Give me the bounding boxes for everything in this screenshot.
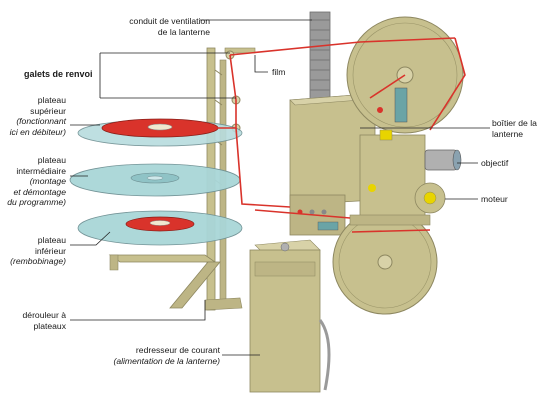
label-plateau-sup-note2: ici en débiteur) — [9, 126, 66, 137]
film-path — [210, 37, 466, 233]
label-plateau-inf-line1: plateau — [37, 235, 66, 245]
label-derouleur-line1: dérouleur à — [22, 310, 66, 320]
label-conduit-line1: conduit de ventilation — [129, 16, 210, 26]
label-plateau-sup-note1: (fonctionnant — [16, 116, 66, 126]
label-boitier-line1: boîtier de la — [492, 118, 537, 128]
platter-upper — [77, 118, 243, 147]
leader-plateau-inf — [70, 231, 111, 246]
label-conduit-line2: de la lanterne — [157, 26, 210, 37]
label-plateau-intermediaire: plateau intermédiaire (montage et démont… — [7, 155, 66, 208]
label-redresseur-note1: (alimentation de la lanterne) — [113, 355, 220, 366]
label-plateau-int-line2: intermédiaire — [16, 165, 66, 176]
rectifier-cabinet — [249, 239, 331, 393]
label-objectif-text: objectif — [481, 158, 509, 168]
label-objectif: objectif — [481, 158, 508, 169]
label-galets-text: galets de renvoi — [24, 69, 93, 79]
label-plateau-int-note3: du programme) — [7, 197, 66, 207]
motor — [414, 182, 446, 214]
label-plateau-inferieur: plateau inférieur (rembobinage) — [10, 235, 66, 267]
label-plateau-int-note2: et démontage — [13, 186, 66, 197]
platter-middle — [69, 163, 241, 197]
label-conduit: conduit de ventilation de la lanterne — [129, 16, 210, 37]
lens — [424, 149, 462, 171]
projector-body — [349, 129, 431, 226]
label-boitier: boîtier de la lanterne — [492, 118, 537, 139]
label-moteur: moteur — [481, 194, 508, 205]
label-plateau-int-line1: plateau — [37, 155, 66, 165]
projector-lower-reel — [332, 209, 438, 315]
label-moteur-text: moteur — [481, 194, 508, 204]
label-plateau-inf-line2: inférieur — [34, 245, 66, 256]
label-derouleur-line2: plateaux — [33, 320, 67, 331]
label-derouleur: dérouleur à plateaux — [23, 310, 66, 331]
leader-galets — [99, 52, 236, 99]
label-plateau-sup-line2: supérieur — [30, 105, 66, 116]
label-redresseur-line1: redresseur de courant — [135, 345, 220, 355]
leader-derouleur — [70, 300, 206, 321]
label-film: film — [272, 67, 285, 78]
label-plateau-superieur: plateau supérieur (fonctionnant ici en d… — [10, 95, 66, 137]
label-plateau-sup-line1: plateau — [37, 95, 66, 105]
leader-lines — [70, 19, 490, 356]
label-redresseur: redresseur de courant (alimentation de l… — [113, 345, 220, 366]
label-plateau-int-note1: (montage — [29, 176, 66, 186]
ventilation-conduit — [309, 11, 331, 101]
leader-film — [254, 55, 268, 73]
label-boitier-line2: lanterne — [492, 128, 524, 139]
label-galets: galets de renvoi — [24, 69, 93, 80]
label-plateau-inf-note1: (rembobinage) — [10, 256, 66, 266]
label-film-text: film — [272, 67, 286, 77]
platter-lower — [77, 210, 243, 246]
